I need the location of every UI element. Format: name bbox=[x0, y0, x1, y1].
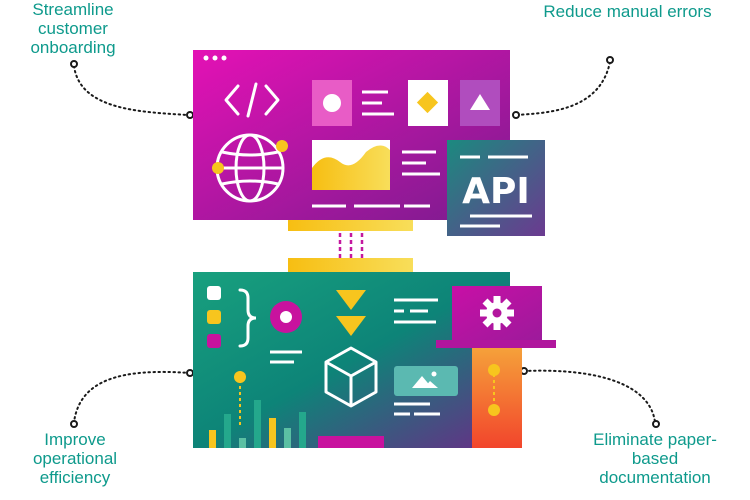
label-eliminate-paper: Eliminate paper-based documentation bbox=[593, 430, 717, 487]
top-stand bbox=[288, 220, 413, 231]
code-icon bbox=[224, 82, 280, 118]
connector-top-left bbox=[73, 65, 189, 116]
label-reduce-errors: Reduce manual errors bbox=[543, 2, 712, 21]
image-icon bbox=[394, 366, 458, 396]
connector-top-right bbox=[515, 61, 611, 116]
api-badge: API bbox=[447, 140, 545, 236]
bars bbox=[209, 400, 306, 448]
cube-icon bbox=[324, 346, 378, 408]
connector-bottom-right bbox=[523, 369, 656, 423]
chart-icon bbox=[312, 140, 390, 190]
gear-icon bbox=[480, 296, 514, 330]
connector-bottom-left bbox=[73, 370, 191, 423]
label-streamline-onboarding: Streamline customer onboarding bbox=[30, 0, 116, 57]
orange-panel bbox=[472, 348, 522, 448]
arrow-down-icon bbox=[336, 290, 366, 336]
laptop bbox=[436, 286, 556, 348]
api-label: API bbox=[462, 171, 530, 212]
label-improve-efficiency: Improve operational efficiency bbox=[32, 430, 118, 487]
bottom-monitor bbox=[193, 272, 510, 448]
braces-icon bbox=[238, 288, 257, 348]
bottom-stand bbox=[288, 258, 413, 272]
